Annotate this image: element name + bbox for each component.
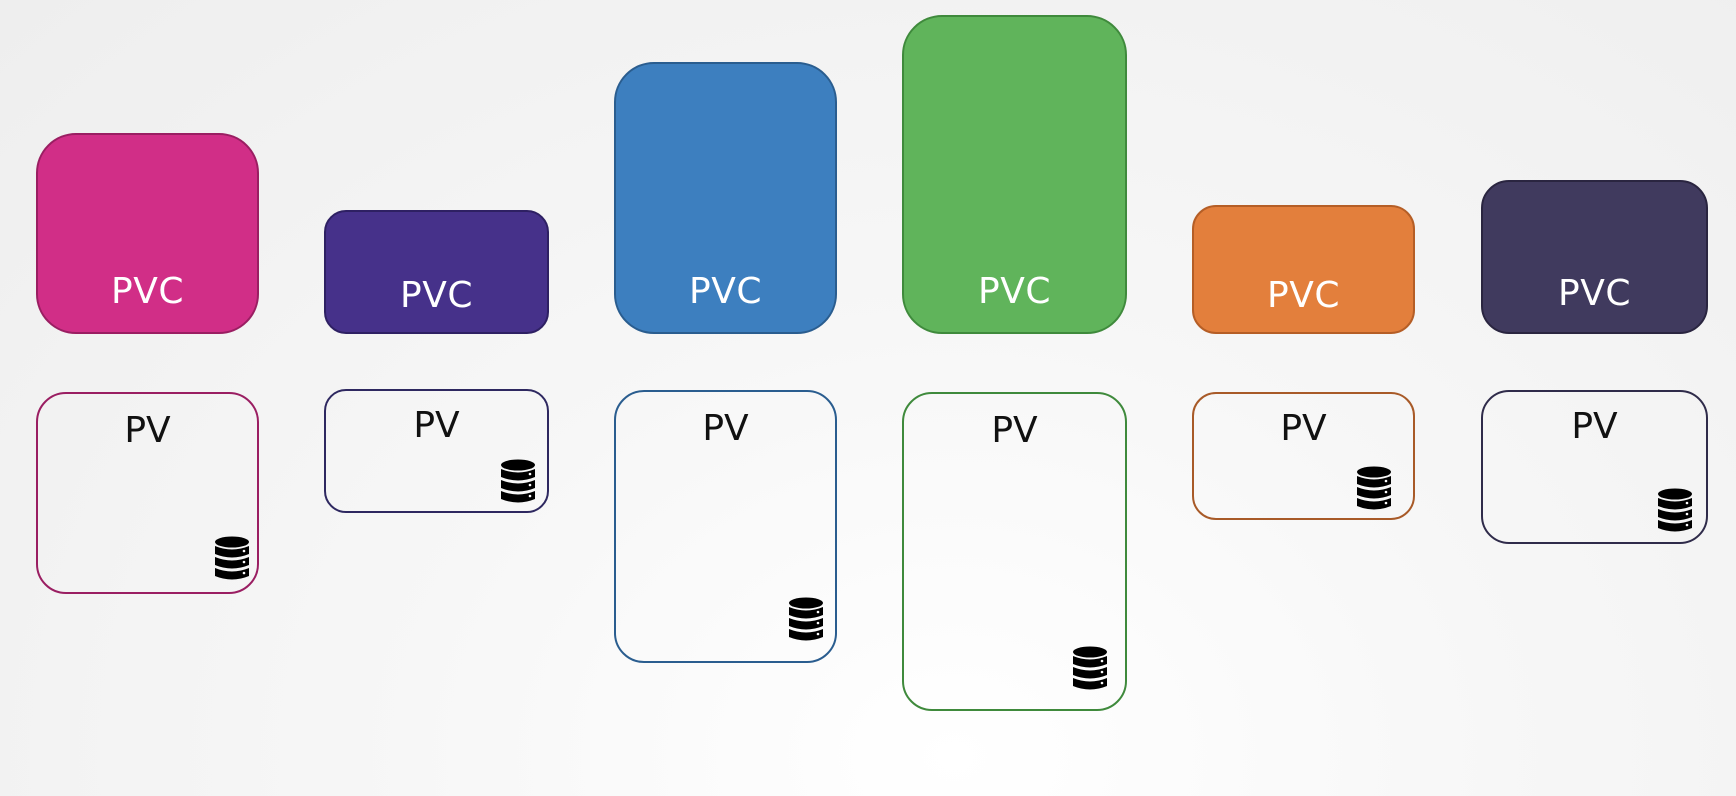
pvc-box-slate: PVC — [1481, 180, 1708, 334]
pvc-box-blue: PVC — [614, 62, 837, 334]
pv-label: PV — [1280, 408, 1327, 449]
pv-label: PV — [1571, 406, 1618, 447]
pv-label: PV — [413, 405, 460, 446]
database-icon — [1658, 488, 1692, 532]
pvc-label: PVC — [1558, 273, 1631, 314]
pvc-label: PVC — [400, 275, 473, 316]
pv-box-blue: PV — [614, 390, 837, 663]
pvc-label: PVC — [978, 271, 1051, 312]
pvc-label: PVC — [111, 271, 184, 312]
pv-box-purple: PV — [324, 389, 549, 513]
database-icon — [215, 536, 249, 580]
pv-box-magenta: PV — [36, 392, 259, 594]
pv-box-orange: PV — [1192, 392, 1415, 520]
pv-box-slate: PV — [1481, 390, 1708, 544]
pvc-box-magenta: PVC — [36, 133, 259, 334]
pvc-box-orange: PVC — [1192, 205, 1415, 334]
pvc-box-green: PVC — [902, 15, 1127, 334]
database-icon — [501, 459, 535, 503]
pvc-label: PVC — [1267, 275, 1340, 316]
pv-label: PV — [991, 410, 1038, 451]
database-icon — [1357, 466, 1391, 510]
database-icon — [789, 597, 823, 641]
pv-box-green: PV — [902, 392, 1127, 711]
pvc-box-purple: PVC — [324, 210, 549, 334]
database-icon — [1073, 646, 1107, 690]
pvc-label: PVC — [689, 271, 762, 312]
pv-label: PV — [702, 408, 749, 449]
pv-label: PV — [124, 410, 171, 451]
